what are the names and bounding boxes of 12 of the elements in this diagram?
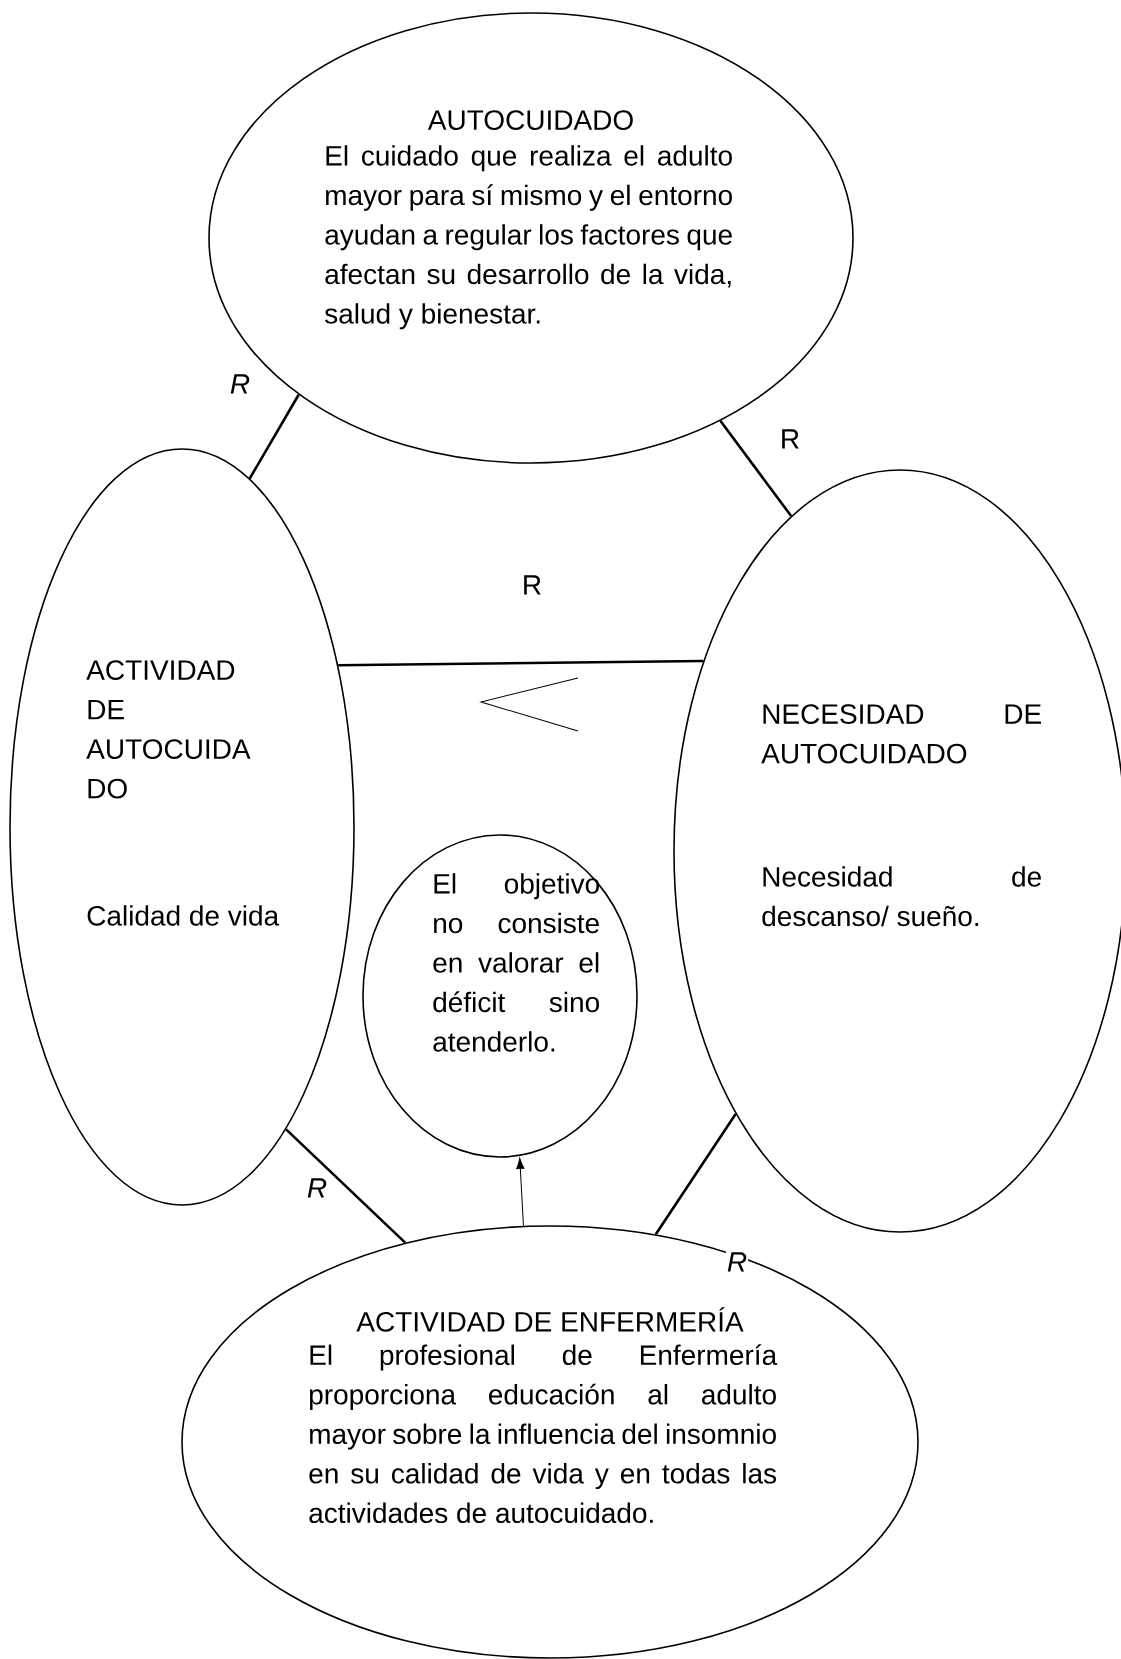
edge-label: R: [778, 428, 802, 450]
edge-label: R: [725, 1251, 749, 1273]
edge-label: R: [305, 1177, 329, 1199]
connector-line: [719, 420, 793, 517]
ellipse-node: El objetivo no consiste en valorar el déficit sino atenderlo.: [362, 834, 638, 1158]
connector-line: [285, 1128, 407, 1244]
connector-line: [516, 1157, 525, 1227]
edge-label: R: [228, 373, 252, 395]
connector-line: [338, 659, 704, 667]
connector-line: [248, 394, 300, 480]
connector-line: [654, 1113, 737, 1236]
edge-label: R: [520, 574, 544, 596]
